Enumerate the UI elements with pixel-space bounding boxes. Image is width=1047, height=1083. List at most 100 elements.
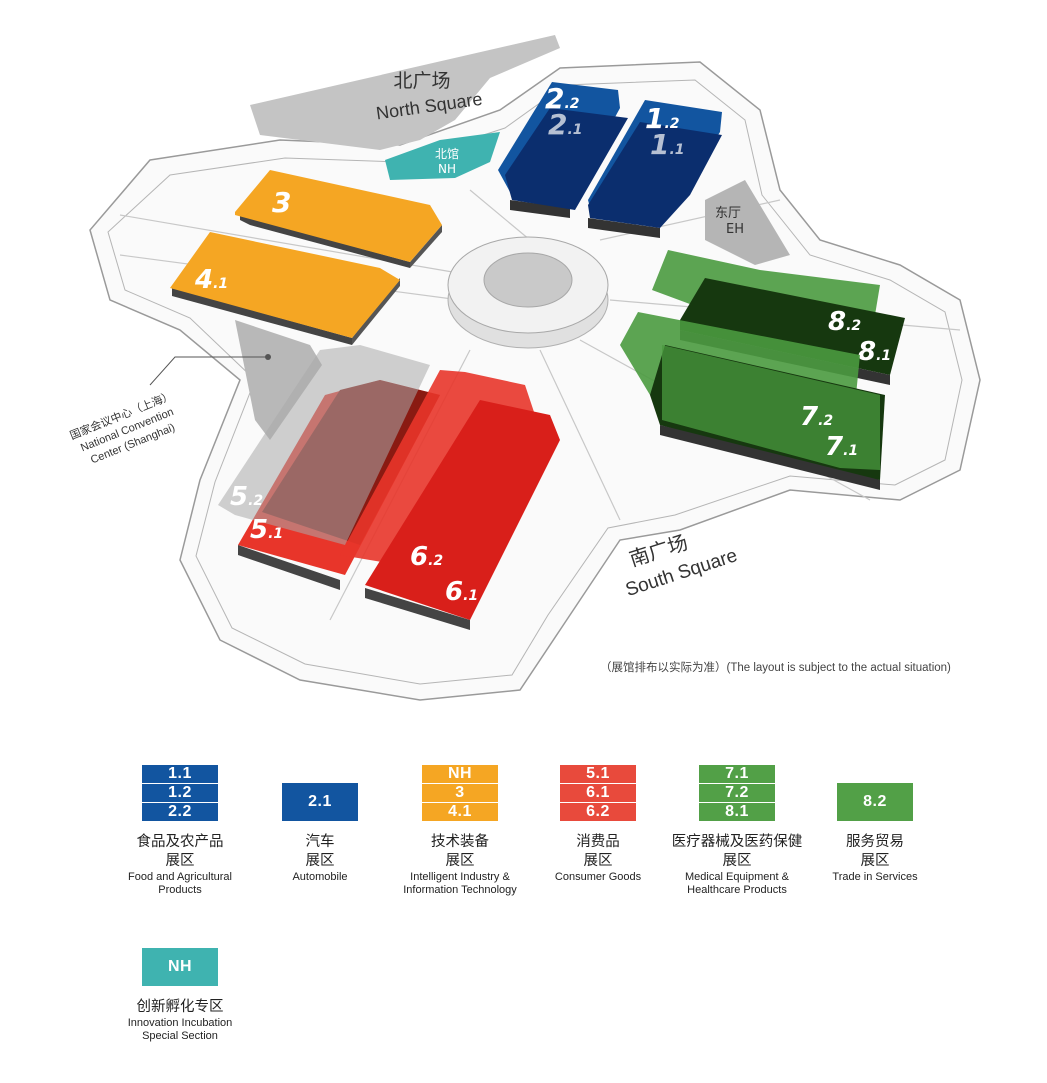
legend-en-line: Special Section [142,1030,218,1042]
legend-hall-number: 2.1 [308,793,332,810]
north-hall-en-label: NH [438,162,456,176]
legend-en-line: Trade in Services [832,871,918,883]
north-hall-zh-label: 北馆 [435,146,459,161]
legend-zh-line: 展区 [860,853,890,869]
legend-hall-number: 8.1 [725,803,749,820]
legend-hall-number: NH [167,958,193,975]
north-square-zh-label: 北广场 [393,70,450,92]
hall-5-1-label: 5.1 [250,515,283,545]
legend-zh-line: 展区 [583,853,613,869]
hall-3-label: 3 [272,186,291,219]
legend-zh-line: 创新孵化专区 [136,999,224,1015]
legend-zh-line: 展区 [165,853,195,869]
hall-1-2-label: 1.2 [645,102,680,135]
legend-hall-number: 4.1 [448,803,472,820]
legend-zh-label: 服务贸易展区 [785,833,965,871]
legend-en-line: Innovation Incubation [127,1017,233,1029]
legend-badge: 8.2 [837,783,913,821]
hall-1-1-label: 1.1 [650,128,685,161]
legend-badge: 2.1 [282,783,358,821]
hall-8-1-label: 8.1 [858,337,891,367]
hall-6-1[interactable]: 6.2 6.1 [365,400,560,630]
legend-zh-line: 消费品 [576,834,620,850]
legend-zh-label: 汽车展区 [230,833,410,871]
legend-hall-number: 1.1 [142,765,218,784]
hall-6-2-label: 6.2 [410,542,443,572]
legend-hall-number: NH [422,765,498,784]
ncc-area [235,320,322,440]
legend-zh-label: 消费品展区 [508,833,688,871]
legend-zh-label: 医疗器械及医药保健展区 [647,833,827,871]
venue-outline-inner [107,79,963,685]
north-hall[interactable] [385,132,500,180]
venue-map: 北广场 North Square 北馆 NH 东厅 EH 3 4.1 2.2 2… [68,35,981,701]
legend-en-line: Products [158,884,202,896]
hall-4-1-label: 4.1 [194,265,228,295]
legend-hall-number: 5.1 [560,765,636,784]
hall-1-1[interactable]: 1.2 1.1 [588,102,722,238]
east-hall-en-label: EH [726,222,744,237]
legend-en-line: Food and Agricultural [128,871,232,883]
legend-hall-number: 6.1 [560,784,636,803]
legend-en-label: Trade in Services [785,871,965,884]
east-hall[interactable] [705,180,790,265]
hall-7-2-label: 7.2 [800,402,833,432]
legend-zh-line: 展区 [445,853,475,869]
layout-note: （展馆排布以实际为准）(The layout is subject to the… [600,662,951,674]
legend-hall-number: 6.2 [586,803,610,820]
legend-hall-number: 3 [422,784,498,803]
legend-en-label: Automobile [230,871,410,884]
legend-zh-line: 服务贸易 [846,834,904,850]
hall-6-1-label: 6.1 [445,577,478,607]
legend-en-line: Medical Equipment & [685,871,789,883]
legend-zh-label: 食品及农产品展区 [90,833,270,871]
ncc-pointer-line [149,356,268,386]
central-ring [447,236,609,349]
legend-hall-number: 7.2 [699,784,775,803]
legend-zh-line: 展区 [722,853,752,869]
ncc-label: 国家会议中心（上海） National Convention Center (S… [68,388,177,466]
hall-8-2-label: 8.2 [828,307,861,337]
legend-hall-number: 1.2 [142,784,218,803]
hall-2-1[interactable]: 2.2 2.1 [505,82,628,218]
hall-4-1[interactable]: 4.1 [170,232,400,345]
hall-3[interactable]: 3 [235,170,442,268]
legend-badge: NH [142,948,218,986]
hall-5-2-label: 5.2 [230,482,263,512]
hall-2-2-label: 2.2 [545,82,580,115]
legend-en-label: Intelligent Industry &Information Techno… [370,871,550,897]
legend-en-line: Automobile [292,871,348,883]
hall-7-1[interactable]: 7.2 7.1 [650,345,885,490]
legend-zh-line: 技术装备 [431,834,489,850]
legend-en-label: Consumer Goods [508,871,688,884]
legend-zh-line: 展区 [305,853,335,869]
hall-2-1-label: 2.1 [548,108,583,141]
legend-hall-number: 8.2 [863,793,887,810]
legend-hall-number: 2.2 [168,803,192,820]
legend-en-label: Medical Equipment &Healthcare Products [647,871,827,897]
hall-5-2[interactable]: 5.2 5.1 [218,345,430,545]
legend-zh-line: 医疗器械及医药保健 [671,834,803,850]
legend-en-line: Healthcare Products [687,884,787,896]
legend-zh-label: 创新孵化专区 [90,998,270,1017]
legend-hall-number: 7.1 [699,765,775,784]
legend-en-line: Consumer Goods [554,871,642,883]
legend-en-line: Information Technology [403,884,517,896]
hall-7-1-label: 7.1 [825,432,858,462]
north-square-area [250,35,560,150]
east-hall-zh-label: 东厅 [715,206,741,221]
legend-zh-line: 汽车 [305,834,335,850]
